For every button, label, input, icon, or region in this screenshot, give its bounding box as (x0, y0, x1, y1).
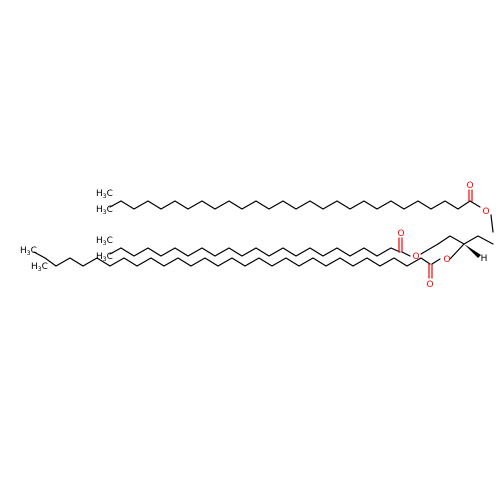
chain-2-ester-single (401, 251, 411, 257)
chain-3-ester-single (431, 258, 441, 265)
chain-3-ethyl-bond (33, 251, 46, 259)
chain-2-backbone (120, 247, 401, 257)
oxygen-atom-chain1-ester: O (482, 207, 489, 217)
svg-text:H3C: H3C (96, 236, 113, 247)
stereo-wedge-bond (464, 244, 481, 258)
glycerol-backbone (437, 235, 494, 245)
chain-3-methyl-label: H3C (31, 262, 48, 273)
chain-1-backbone (120, 200, 471, 210)
chain-1-carbonyl-single (469, 200, 481, 208)
glycerol-c2-ester-bond (449, 243, 465, 260)
chain-1-branch-methyl (109, 200, 122, 208)
chain-2-methyl-top-label: H3C (96, 236, 113, 247)
oxygen-atom-chain3-carbonyl: O (426, 280, 433, 290)
chain-1-ester-bond (490, 214, 494, 233)
svg-text:H3C: H3C (96, 252, 113, 263)
oxygen-atom-chain1-carbonyl: O (466, 181, 473, 191)
chain-3-ethyl-label: H3C (20, 246, 37, 257)
stereo-hydrogen-atom: H (481, 254, 488, 264)
oxygen-atom-chain2-carbonyl: O (397, 229, 404, 239)
chain-2-branch-methyl (109, 247, 122, 255)
svg-text:H3C: H3C (96, 205, 113, 216)
svg-text:H3C: H3C (20, 246, 37, 257)
chain-1-methyl-bottom-label: H3C (96, 205, 113, 216)
svg-text:H3C: H3C (96, 189, 113, 200)
oxygen-atom-chain2-ester: O (412, 252, 419, 262)
chain-2-methyl-bottom-label: H3C (96, 252, 113, 263)
svg-text:H3C: H3C (31, 262, 48, 273)
chain-1-methyl-top-label: H3C (96, 189, 113, 200)
chain-2-ester-bond (420, 243, 439, 255)
oxygen-atom-chain3-ester: O (443, 255, 450, 265)
chain-3-backbone (44, 257, 431, 267)
